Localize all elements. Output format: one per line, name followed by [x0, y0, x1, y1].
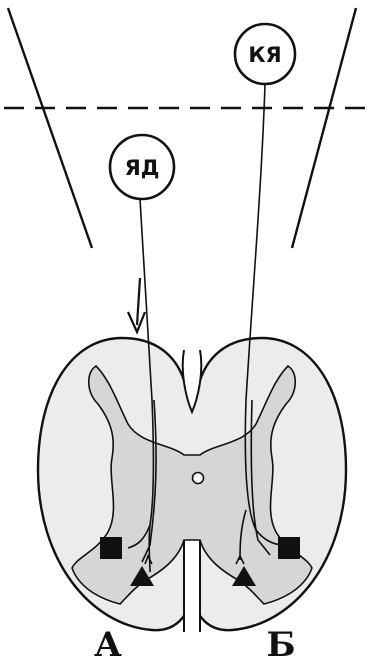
input-arrow-shaft: [137, 278, 140, 325]
left-square-neuron: [100, 537, 122, 559]
left-boundary-line: [8, 8, 92, 248]
right-boundary-line: [292, 8, 356, 248]
right-square-neuron: [278, 537, 300, 559]
left-axon-secondary: [149, 525, 150, 572]
right-node-label: КЯ: [248, 43, 281, 67]
left-node-label: ЯД: [125, 156, 160, 180]
central-canal: [193, 473, 204, 484]
left-side-label: А: [94, 625, 122, 664]
right-side-label: Б: [266, 625, 295, 664]
